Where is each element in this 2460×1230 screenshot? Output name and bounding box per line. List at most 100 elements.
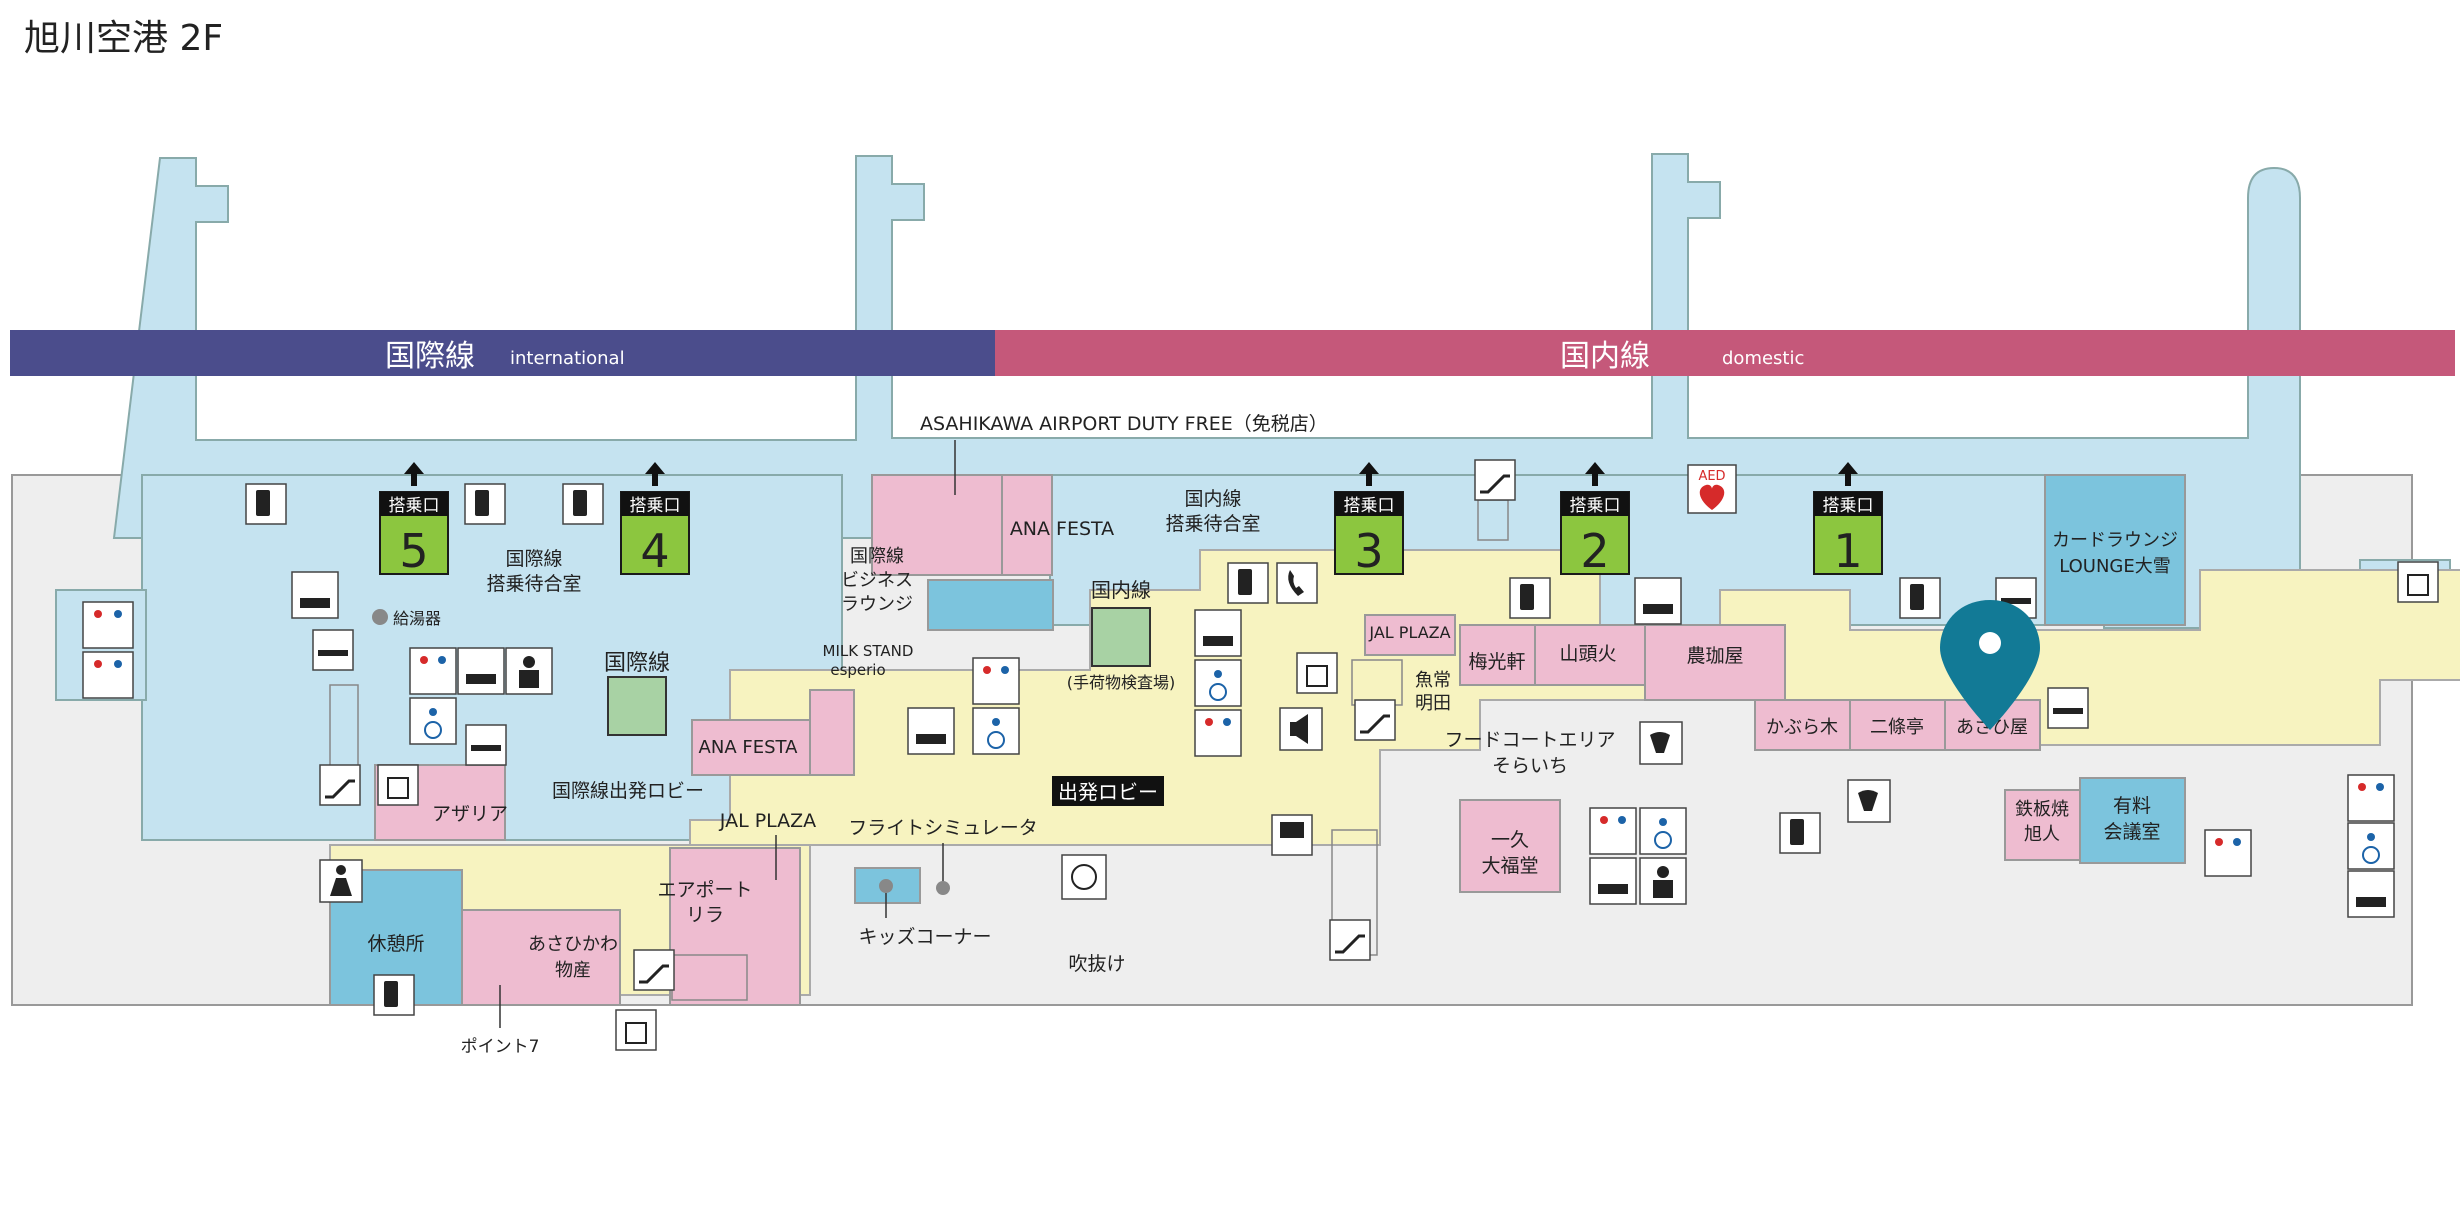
gate-2[interactable]: 搭乗口 2: [1560, 462, 1630, 578]
gate-number: 1: [1833, 524, 1862, 578]
elevator-icon[interactable]: [377, 764, 419, 806]
aed-icon[interactable]: AED: [1687, 464, 1737, 514]
restroom-icon[interactable]: [1194, 709, 1242, 757]
hot-water-label: 給湯器: [393, 609, 441, 628]
dom-checkin-title: 国内線: [1091, 578, 1151, 602]
dom-band-en: domestic: [1722, 348, 1804, 369]
dom-checkin-box: [1091, 607, 1151, 667]
accessible-restroom-icon[interactable]: [1194, 659, 1242, 707]
santouka: 山頭火: [1559, 643, 1616, 665]
gate-number: 4: [640, 524, 669, 578]
charging-icon[interactable]: [373, 974, 415, 1016]
smoking-icon[interactable]: [312, 629, 354, 671]
international-band: [10, 330, 995, 376]
intl-departure-lobby: 国際線出発ロビー: [552, 780, 704, 802]
escalator-icon[interactable]: [1329, 919, 1371, 961]
gate-3[interactable]: 搭乗口 3: [1334, 462, 1404, 578]
charging-icon[interactable]: [562, 483, 604, 525]
jal-plaza-bottom: JAL PLAZA: [719, 810, 816, 832]
diaper-changing-icon[interactable]: [1589, 857, 1637, 905]
restroom-icon[interactable]: [82, 601, 134, 649]
intl-checkin-box: [607, 676, 667, 736]
charging-icon[interactable]: [1227, 562, 1269, 604]
elevator-icon[interactable]: [1296, 652, 1338, 694]
charging-icon[interactable]: [464, 483, 506, 525]
accessible-restroom-icon[interactable]: [2347, 822, 2395, 870]
teppanyaki-2: 旭人: [2024, 824, 2060, 845]
point7: ポイント7: [461, 1037, 540, 1057]
charging-icon[interactable]: [1899, 577, 1941, 619]
escalator-icon[interactable]: [1354, 699, 1396, 741]
nursing-room-icon[interactable]: [505, 647, 553, 695]
gate-label: 搭乗口: [1344, 496, 1395, 516]
diaper-changing-icon[interactable]: [2347, 870, 2395, 918]
accessible-restroom-icon[interactable]: [409, 697, 457, 745]
elevator-icon[interactable]: [2397, 561, 2439, 603]
milk-stand-2: esperio: [830, 661, 885, 679]
duty-free-label: ASAHIKAWA AIRPORT DUTY FREE（免税店）: [920, 413, 1328, 435]
milk-stand-1: MILK STAND: [823, 642, 914, 660]
currency-exchange-icon[interactable]: [1061, 854, 1107, 900]
shops: [374, 474, 2081, 1006]
smoking-icon[interactable]: [465, 724, 507, 766]
ikkyu-2: 大福堂: [1481, 855, 1538, 877]
ikkyu-1: 一久: [1491, 829, 1529, 851]
smoking-icon[interactable]: [2047, 687, 2089, 729]
jal-plaza-top: JAL PLAZA: [1368, 623, 1450, 642]
azalea: アザリア: [432, 803, 508, 825]
gate-4[interactable]: 搭乗口 4: [620, 462, 690, 578]
charging-icon[interactable]: [1509, 577, 1551, 619]
dom-band-ja: 国内線: [1560, 339, 1650, 374]
gate-number: 2: [1580, 524, 1609, 578]
diaper-changing-icon[interactable]: [291, 571, 339, 619]
intl-band-ja: 国際線: [385, 339, 475, 374]
noukouya: 農珈屋: [1686, 645, 1743, 667]
intl-band-en: international: [510, 348, 625, 369]
gate-number: 3: [1354, 524, 1383, 578]
restroom-icon[interactable]: [2204, 829, 2252, 877]
restroom-icon[interactable]: [972, 657, 1020, 705]
ana-festa-left: ANA FESTA: [699, 737, 799, 758]
uotsune-1: 魚常: [1415, 670, 1451, 691]
airport-lira-1: エアポート: [657, 879, 752, 901]
fukinuke: 吹抜け: [1068, 953, 1125, 975]
rest-area: 休憩所: [367, 933, 424, 955]
water-fountain-icon[interactable]: [1847, 779, 1891, 823]
gate-5[interactable]: 搭乗口 5: [379, 462, 449, 578]
escalator-icon[interactable]: [633, 949, 675, 991]
nursing-room-icon[interactable]: [1639, 857, 1687, 905]
accessible-restroom-icon[interactable]: [972, 707, 1020, 755]
restroom-icon[interactable]: [82, 651, 134, 699]
airport-lira-2: リラ: [686, 904, 724, 926]
atm-icon[interactable]: [1271, 814, 1313, 856]
charging-icon[interactable]: [1779, 812, 1821, 854]
biz-lounge-1: 国際線: [850, 546, 904, 567]
food-court-1: フードコートエリア: [1444, 729, 1615, 751]
water-fountain-icon[interactable]: [1639, 721, 1683, 765]
accessible-restroom-icon[interactable]: [1639, 807, 1687, 855]
charging-icon[interactable]: [245, 483, 287, 525]
restroom-icon[interactable]: [2347, 774, 2395, 822]
asahikawa-bussan-1: あさひかわ: [528, 934, 618, 955]
restroom-icon[interactable]: [409, 647, 457, 695]
dom-waiting-label-2: 搭乗待合室: [1165, 513, 1260, 535]
phone-icon[interactable]: [1276, 562, 1318, 604]
restroom-icon[interactable]: [1589, 807, 1637, 855]
biz-lounge-2: ビジネス: [841, 570, 913, 591]
diaper-changing-icon[interactable]: [1634, 577, 1682, 625]
escalator-icon[interactable]: [319, 764, 361, 806]
announcement-icon[interactable]: [1279, 707, 1323, 751]
card-lounge-2: LOUNGE大雪: [2059, 556, 2171, 577]
diaper-changing-icon[interactable]: [457, 647, 505, 695]
gate-1[interactable]: 搭乗口 1: [1813, 462, 1883, 578]
gate-label: 搭乗口: [630, 496, 681, 516]
kids-corner: キッズコーナー: [858, 926, 991, 948]
escalator-icon[interactable]: [1474, 459, 1516, 501]
gate-number: 5: [399, 524, 428, 578]
prayer-icon[interactable]: [319, 859, 363, 903]
location-pin-icon[interactable]: [1940, 600, 2040, 730]
elevator-icon[interactable]: [615, 1009, 657, 1051]
diaper-changing-icon[interactable]: [1194, 609, 1242, 657]
diaper-changing-icon[interactable]: [907, 707, 955, 755]
